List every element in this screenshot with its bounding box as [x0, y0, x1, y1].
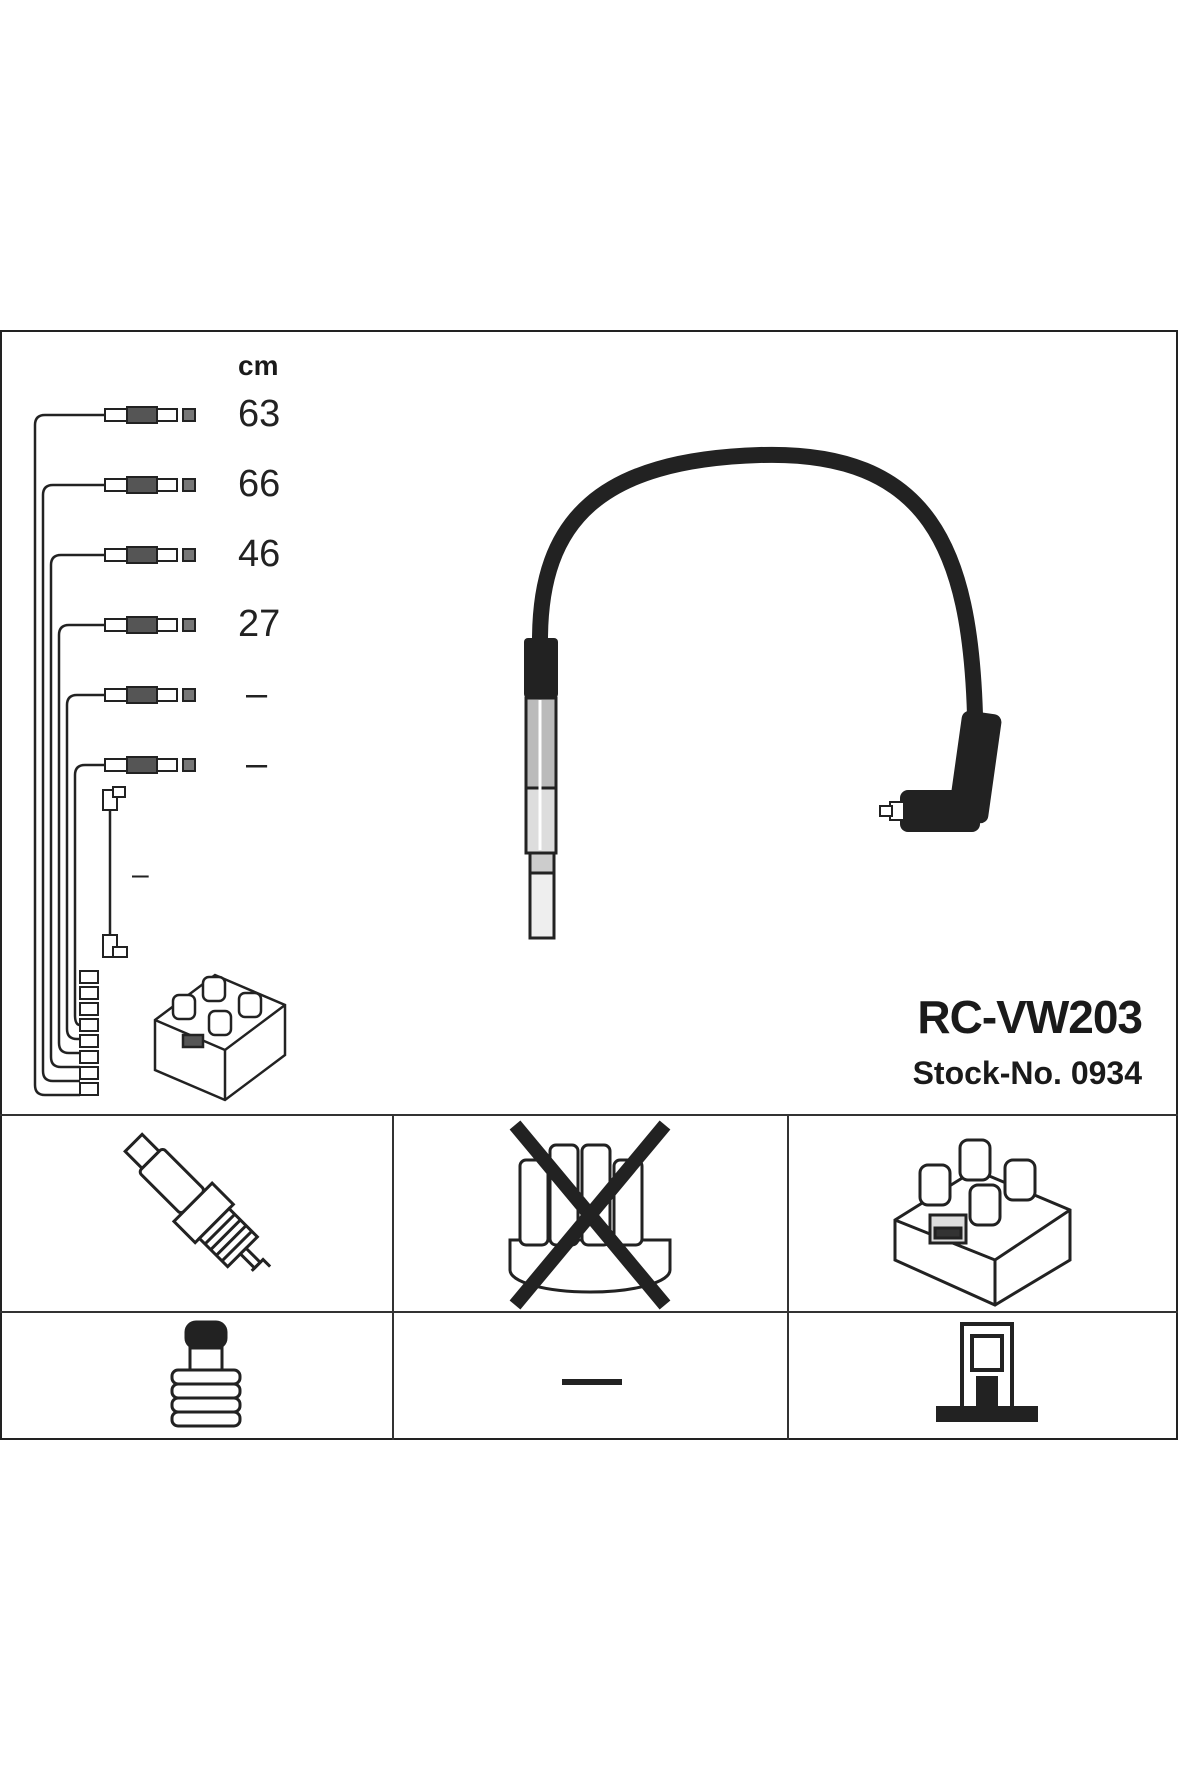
- dash-icon: [562, 1379, 622, 1385]
- col-divider-left: [392, 1114, 394, 1440]
- part-number: RC-VW203: [917, 991, 1143, 1043]
- ignition-cable-icon: [524, 446, 1002, 940]
- ignition-coil-small: [153, 973, 287, 1102]
- length-unit-label: cm: [238, 350, 279, 381]
- distributor-cap-crossed-icon: [508, 1120, 672, 1310]
- cable-length-6: –: [246, 743, 268, 785]
- col-divider-right: [787, 1114, 789, 1440]
- cable-set-schematic: [33, 406, 287, 1102]
- coil-terminal-icon: [936, 1322, 1038, 1422]
- stock-number: Stock-No. 0934: [912, 1055, 1142, 1091]
- row-divider-bottom: [0, 1311, 1178, 1313]
- spark-plug-icon: [123, 1132, 272, 1272]
- cable-length-2: 66: [238, 463, 281, 505]
- cable-length-4: 27: [238, 603, 281, 645]
- cable-length-3: 46: [238, 533, 281, 575]
- cable-length-5: –: [246, 673, 268, 715]
- row-divider-top: [0, 1114, 1178, 1116]
- extra-lead-length: –: [132, 858, 149, 891]
- product-sheet: [0, 330, 1178, 1440]
- ignition-coil-icon: [893, 1138, 1072, 1307]
- cable-length-1: 63: [238, 393, 281, 435]
- spark-plug-connector-icon: [170, 1320, 242, 1428]
